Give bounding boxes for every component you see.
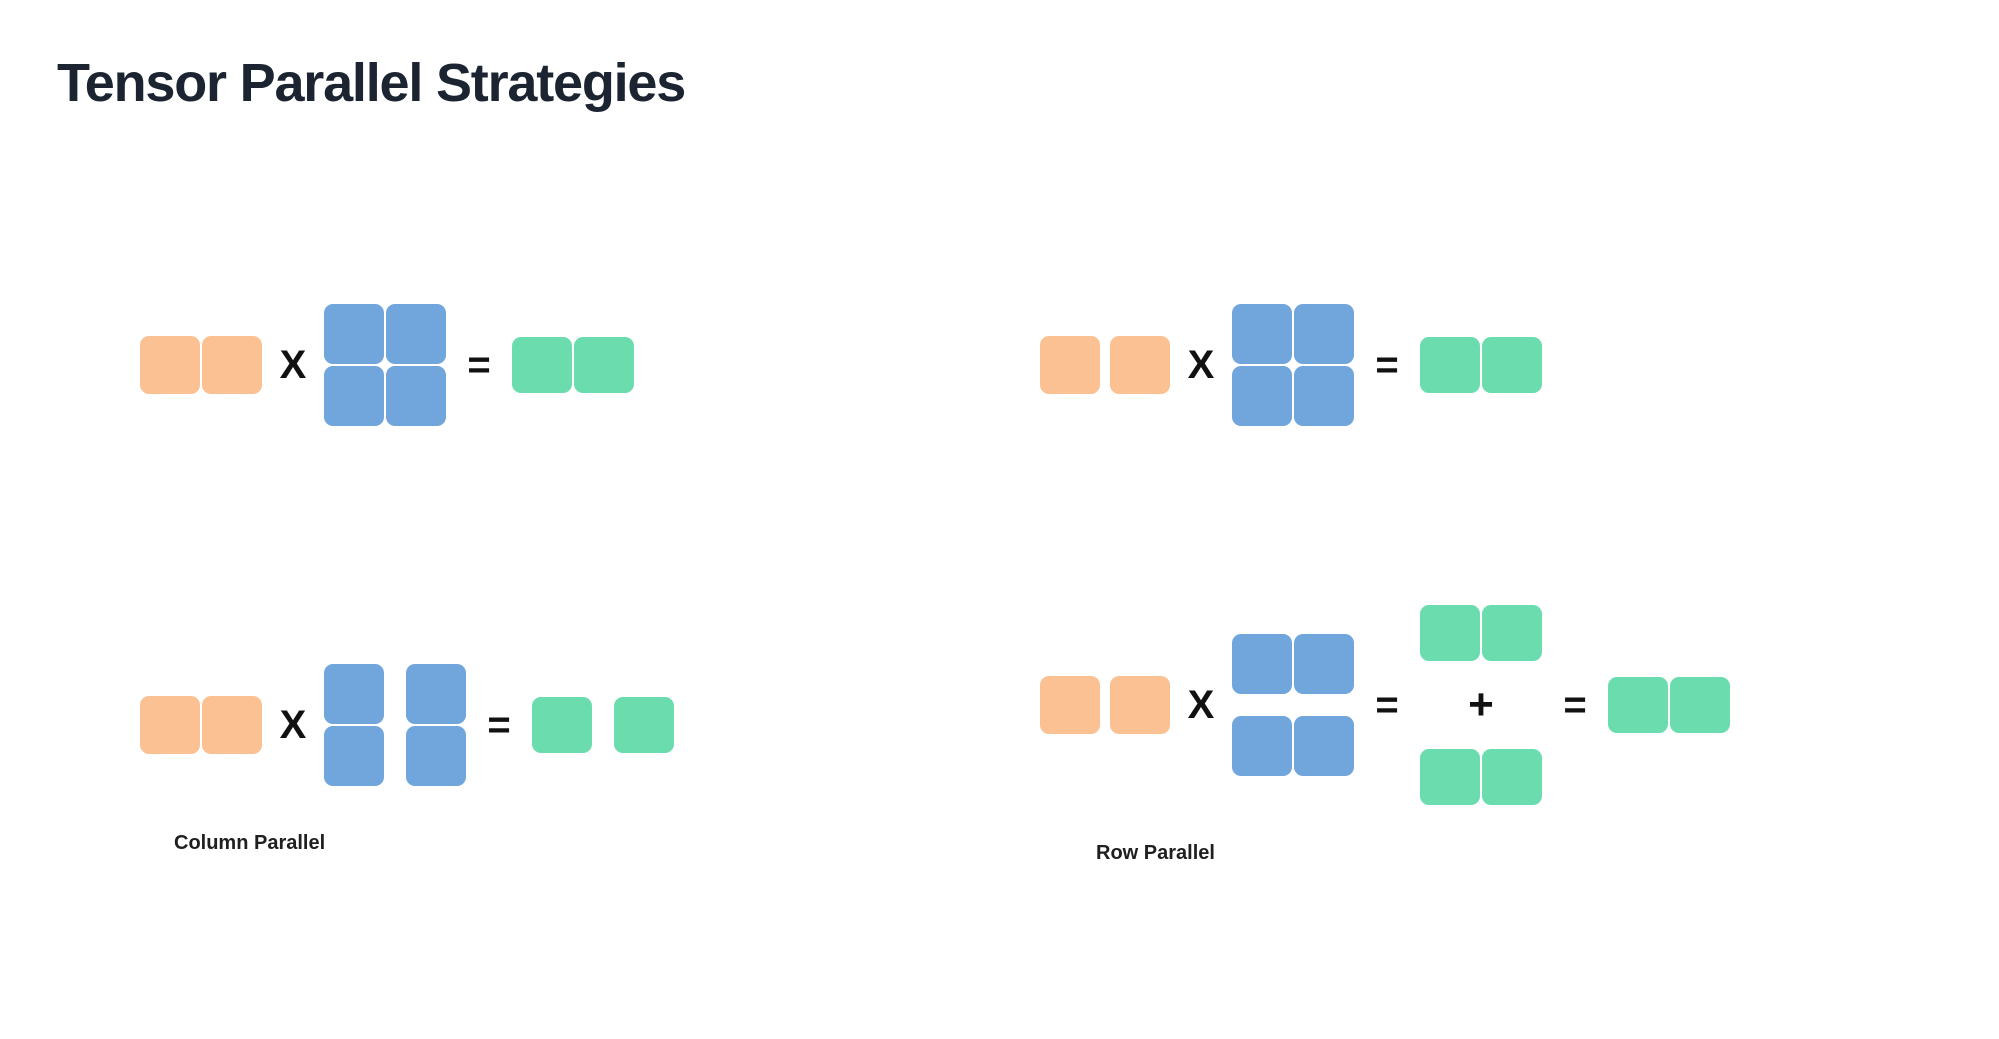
tensor-cell xyxy=(1294,716,1354,776)
caption-row-parallel: Row Parallel xyxy=(1096,842,1215,864)
tensor-cell xyxy=(1232,366,1292,426)
multiply-operator: X xyxy=(279,703,307,747)
tensor-cell xyxy=(1232,304,1292,364)
tensor-cell xyxy=(532,697,592,753)
weight-matrix-tensor xyxy=(1232,304,1354,426)
caption-column-parallel: Column Parallel xyxy=(174,832,326,854)
equation-row-row-parallel-unsharded: X = xyxy=(1040,270,1940,460)
partial-sum-bottom-tensor xyxy=(1420,749,1542,805)
plus-operator: + xyxy=(1468,680,1494,729)
tensor-cell xyxy=(1232,716,1292,776)
tensor-cell xyxy=(1420,605,1480,661)
tensor-cell xyxy=(1294,304,1354,364)
tensor-cell xyxy=(574,337,634,393)
output-activations-tensor xyxy=(512,337,634,393)
equals-operator: = xyxy=(1375,343,1399,387)
tensor-cell xyxy=(1420,749,1480,805)
tensor-cell xyxy=(1040,676,1100,734)
equals-operator: = xyxy=(467,343,491,387)
page-title: Tensor Parallel Strategies xyxy=(57,53,686,113)
tensor-cell xyxy=(140,696,200,754)
equation-row-column-parallel-unsharded: X = xyxy=(140,270,900,460)
tensor-cell xyxy=(1670,677,1730,733)
tensor-cell xyxy=(324,664,384,724)
tensor-cell xyxy=(1482,605,1542,661)
diagram-column-parallel: X = X = xyxy=(140,270,900,820)
multiply-operator: X xyxy=(279,343,307,387)
tensor-cell xyxy=(386,366,446,426)
partial-sum-stack: + xyxy=(1420,605,1542,805)
tensor-cell xyxy=(1608,677,1668,733)
tensor-cell xyxy=(1482,337,1542,393)
output-activations-tensor xyxy=(1420,337,1542,393)
diagram-row-parallel: X = X = xyxy=(1040,270,1940,805)
tensor-cell xyxy=(202,336,262,394)
equals-operator: = xyxy=(1375,683,1399,727)
weight-matrix-row-sharded-tensor xyxy=(1232,634,1354,776)
tensor-cell xyxy=(140,336,200,394)
tensor-cell xyxy=(386,304,446,364)
input-activations-tensor xyxy=(140,696,262,754)
tensor-cell xyxy=(1110,336,1170,394)
tensor-cell xyxy=(324,726,384,786)
equation-row-row-parallel-sharded: X = + = xyxy=(1040,605,1940,805)
multiply-operator: X xyxy=(1187,683,1215,727)
equation-row-column-parallel-sharded: X = xyxy=(140,630,900,820)
tensor-cell xyxy=(1040,336,1100,394)
equals-operator-final: = xyxy=(1563,683,1587,727)
input-activations-column-sharded-tensor xyxy=(1040,336,1170,394)
tensor-cell xyxy=(614,697,674,753)
reduced-output-tensor xyxy=(1608,677,1730,733)
tensor-cell xyxy=(324,304,384,364)
partial-sum-top-tensor xyxy=(1420,605,1542,661)
tensor-cell xyxy=(406,664,466,724)
tensor-cell xyxy=(1294,366,1354,426)
equals-operator: = xyxy=(487,703,511,747)
tensor-cell xyxy=(1232,634,1292,694)
tensor-cell xyxy=(1110,676,1170,734)
output-activations-column-sharded-tensor xyxy=(532,697,674,753)
multiply-operator: X xyxy=(1187,343,1215,387)
tensor-cell xyxy=(512,337,572,393)
tensor-cell xyxy=(406,726,466,786)
tensor-cell xyxy=(1294,634,1354,694)
tensor-cell xyxy=(324,366,384,426)
weight-matrix-column-sharded-tensor xyxy=(324,664,466,786)
tensor-cell xyxy=(1420,337,1480,393)
input-activations-column-sharded-tensor xyxy=(1040,676,1170,734)
tensor-cell xyxy=(202,696,262,754)
weight-matrix-tensor xyxy=(324,304,446,426)
input-activations-tensor xyxy=(140,336,262,394)
tensor-cell xyxy=(1482,749,1542,805)
